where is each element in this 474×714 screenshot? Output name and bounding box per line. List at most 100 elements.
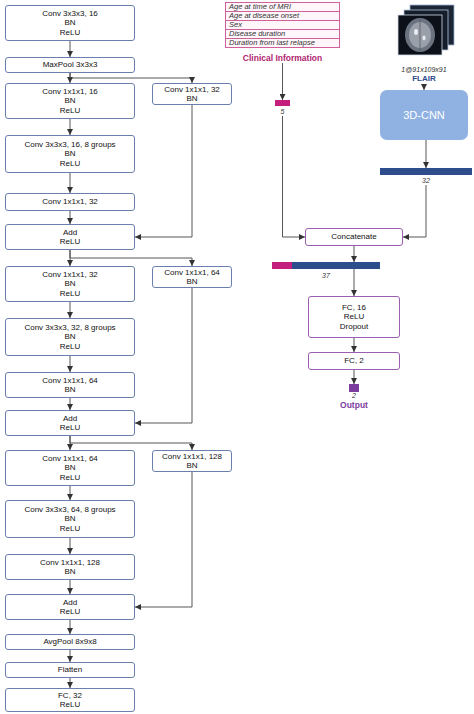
feature-vector: 32 bbox=[380, 168, 472, 185]
connector-arrow bbox=[70, 73, 192, 83]
node-text: BN bbox=[64, 385, 75, 395]
node-text: ReLU bbox=[60, 28, 80, 38]
add-box: AddReLU bbox=[5, 594, 135, 620]
connector-arrow bbox=[70, 250, 71, 266]
node-text: ReLU bbox=[60, 289, 80, 299]
dense-layer-box: FC, 32ReLU bbox=[5, 688, 135, 712]
conv-layer-box: Conv 3x3x3, 16, 8 groupsBNReLU bbox=[5, 135, 135, 173]
connector-arrow bbox=[70, 173, 71, 193]
node-text: BN bbox=[64, 567, 75, 577]
dense-layer-box: FC, 16ReLUDropout bbox=[308, 296, 400, 338]
shortcut-conv-box: Conv 1x1x1, 64BN bbox=[152, 266, 232, 288]
node-text: ReLU bbox=[60, 700, 80, 710]
add-box: AddReLU bbox=[5, 224, 135, 250]
conv-layer-box: Conv 3x3x3, 64, 8 groupsBNReLU bbox=[5, 500, 135, 538]
connector-arrow bbox=[70, 73, 71, 83]
connector-arrow bbox=[70, 356, 71, 372]
node-text: Conv 1x1x1, 16 bbox=[42, 87, 98, 97]
connector-arrow bbox=[70, 302, 71, 318]
conv-layer-box: Conv 3x3x3, 32, 8 groupsBNReLU bbox=[5, 318, 135, 356]
node-text: ReLU bbox=[60, 237, 80, 247]
node-text: Conv 1x1x1, 32 bbox=[164, 85, 220, 95]
shortcut-conv-box: Conv 1x1x1, 32BN bbox=[152, 83, 232, 105]
node-text: ReLU bbox=[344, 312, 364, 322]
node-text: ReLU bbox=[60, 607, 80, 617]
node-text: ReLU bbox=[60, 342, 80, 352]
connector-arrow bbox=[403, 185, 426, 237]
output-vector bbox=[349, 384, 359, 392]
node-text: FLAIR bbox=[412, 74, 436, 84]
feature-vector: 5 bbox=[275, 100, 290, 116]
connector-arrow bbox=[70, 250, 192, 266]
node-text: Conv 3x3x3, 32, 8 groups bbox=[24, 323, 115, 333]
shortcut-conv-box: Conv 1x1x1, 128BN bbox=[152, 450, 232, 472]
connector-arrow bbox=[70, 678, 71, 688]
dense-layer-box: FC, 2 bbox=[308, 352, 400, 370]
connector-arrow bbox=[426, 140, 427, 168]
node-text: BN bbox=[64, 96, 75, 106]
vector-bar bbox=[272, 262, 380, 269]
node-text: BN bbox=[64, 514, 75, 524]
connector-arrow bbox=[354, 246, 355, 262]
conv-layer-box: Conv 1x1x1, 32 bbox=[5, 193, 135, 211]
node-text: BN bbox=[64, 279, 75, 289]
node-text: BN bbox=[64, 463, 75, 473]
node-text: BN bbox=[186, 94, 197, 104]
conv-layer-box: Conv 1x1x1, 64BN bbox=[5, 372, 135, 398]
node-text: FC, 16 bbox=[342, 303, 366, 313]
connector-arrow bbox=[354, 370, 355, 384]
node-text: AvgPool 8x9x8 bbox=[43, 637, 96, 647]
connector-arrow bbox=[424, 84, 425, 90]
concat-box: Concatenate bbox=[305, 228, 403, 246]
node-text: BN bbox=[64, 149, 75, 159]
connector-arrow bbox=[70, 650, 71, 662]
node-text: Clinical Information bbox=[225, 53, 340, 63]
clinical-input-table: Age at time of MRIAge at disease onsetSe… bbox=[225, 2, 340, 63]
connector-arrow bbox=[354, 269, 355, 296]
node-text: Dropout bbox=[340, 322, 368, 332]
node-text: ReLU bbox=[60, 473, 80, 483]
connector-arrow bbox=[283, 116, 306, 237]
connector-arrow bbox=[135, 105, 192, 237]
connector-arrow bbox=[135, 472, 192, 607]
node-text: 2 bbox=[352, 392, 356, 400]
node-text: Conv 1x1x1, 32 bbox=[42, 197, 98, 207]
pool-layer-box: MaxPool 3x3x3 bbox=[5, 57, 135, 73]
image-segment bbox=[292, 262, 380, 269]
node-text: Conv 1x1x1, 64 bbox=[42, 454, 98, 464]
connector-arrow bbox=[70, 436, 71, 450]
node-text: Add bbox=[63, 228, 77, 238]
node-text: Conv 1x1x1, 64 bbox=[164, 268, 220, 278]
vector-bar bbox=[380, 168, 472, 175]
feature-vector: 37 bbox=[272, 262, 380, 269]
connector-arrow bbox=[70, 538, 71, 554]
node-text: Flatten bbox=[58, 665, 82, 675]
node-text: BN bbox=[64, 332, 75, 342]
node-text: Duration from last relapse bbox=[225, 38, 340, 48]
add-box: AddReLU bbox=[5, 410, 135, 436]
connector-arrow bbox=[70, 211, 71, 224]
node-text: Conv 3x3x3, 64, 8 groups bbox=[24, 505, 115, 515]
connector-arrow bbox=[354, 338, 355, 352]
node-text: Conv 1x1x1, 128 bbox=[162, 452, 222, 462]
node-text: Conv 1x1x1, 32 bbox=[42, 270, 98, 280]
node-text: MaxPool 3x3x3 bbox=[43, 60, 98, 70]
mri-slice bbox=[410, 5, 454, 45]
lesion-spot bbox=[422, 36, 425, 41]
pool-layer-box: AvgPool 8x9x8 bbox=[5, 634, 135, 650]
node-text: 37 bbox=[272, 271, 380, 280]
connector-arrow bbox=[70, 486, 71, 500]
cnn-block: 3D-CNN bbox=[380, 90, 468, 140]
node-text: Conv 1x1x1, 128 bbox=[40, 558, 100, 568]
node-text: 1@91x109x91 bbox=[401, 65, 446, 74]
node-text: 5 bbox=[275, 107, 290, 116]
flair-volume bbox=[398, 5, 454, 55]
vector-bar bbox=[275, 100, 290, 106]
connector-arrow bbox=[282, 63, 283, 100]
node-text: BN bbox=[186, 461, 197, 471]
conv-layer-box: Conv 1x1x1, 32BNReLU bbox=[5, 266, 135, 302]
lesion-spot bbox=[414, 29, 418, 35]
connector-arrow bbox=[70, 119, 71, 135]
mri-slice bbox=[404, 10, 448, 50]
node-text: ReLU bbox=[60, 524, 80, 534]
